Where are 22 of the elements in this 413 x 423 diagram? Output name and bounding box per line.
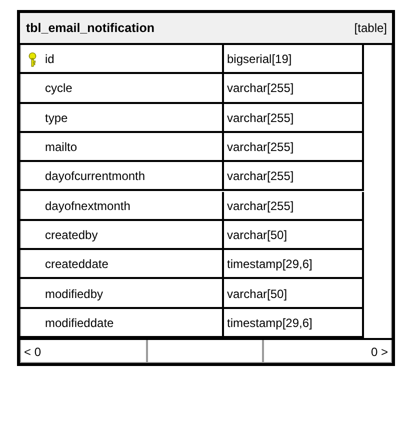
data-type: varchar[255]	[224, 104, 364, 133]
column-name: createddate	[20, 250, 224, 280]
data-type: varchar[50]	[224, 220, 364, 250]
data-type: varchar[255]	[224, 192, 364, 221]
data-type: varchar[255]	[224, 132, 364, 162]
column-name: modifiedby	[20, 279, 224, 309]
data-type: timestamp[29,6]	[224, 250, 364, 280]
data-type: varchar[50]	[224, 279, 364, 309]
data-type: varchar[255]	[224, 162, 364, 192]
data-type: bigserial[19]	[224, 45, 364, 74]
table-name: tbl_email_notification	[26, 21, 154, 35]
column-name: type	[20, 104, 224, 133]
database-table	[17, 10, 395, 366]
column-name: mailto	[20, 132, 224, 162]
child-count: 0 >	[370, 344, 389, 360]
parent-count: < 0	[20, 340, 148, 363]
column-name: dayofnextmonth	[20, 192, 224, 221]
column-name: createdby	[20, 220, 224, 250]
table-kind: [table]	[354, 21, 387, 35]
column-name: dayofcurrentmonth	[20, 162, 224, 192]
column-name: cycle	[20, 74, 224, 104]
data-type: varchar[255]	[224, 74, 364, 104]
